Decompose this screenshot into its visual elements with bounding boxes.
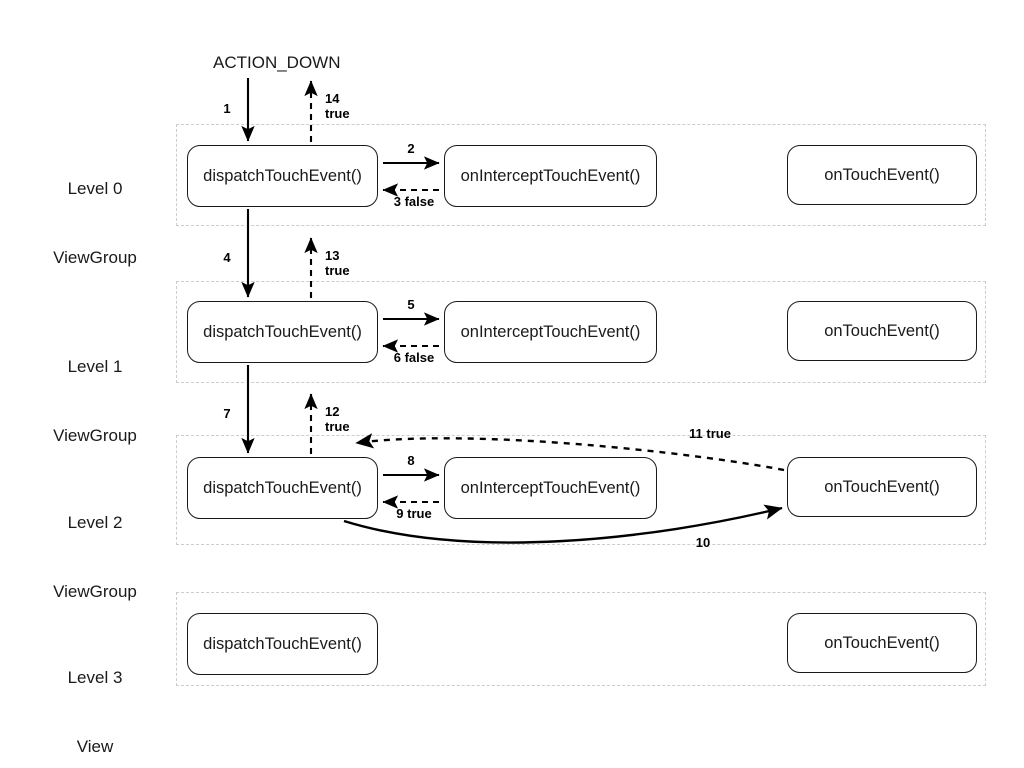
node-l1-on-intercept-touch-event[interactable]: onInterceptTouchEvent() (444, 301, 657, 363)
level-band-2 (176, 435, 986, 545)
level-label-3: Level 3 View (20, 620, 170, 768)
node-l2-on-intercept-touch-event[interactable]: onInterceptTouchEvent() (444, 457, 657, 519)
level-band-3 (176, 592, 986, 686)
node-l2-on-touch-event[interactable]: onTouchEvent() (787, 457, 977, 517)
edge-label-11: 11 true (689, 426, 731, 441)
node-l0-dispatch-touch-event[interactable]: dispatchTouchEvent() (187, 145, 378, 207)
level-label-1-line2: ViewGroup (53, 426, 137, 445)
edge-label-12: 12 true (325, 404, 350, 434)
node-l0-on-touch-event[interactable]: onTouchEvent() (787, 145, 977, 205)
action-down-caption: ACTION_DOWN (213, 53, 341, 72)
level-label-1: Level 1 ViewGroup (20, 309, 170, 493)
node-l1-on-touch-event[interactable]: onTouchEvent() (787, 301, 977, 361)
edge-label-10: 10 (695, 535, 711, 550)
node-l1-dispatch-touch-event[interactable]: dispatchTouchEvent() (187, 301, 378, 363)
edge-label-9: 9 true (396, 506, 432, 521)
level-band-0 (176, 124, 986, 226)
node-l0-on-intercept-touch-event[interactable]: onInterceptTouchEvent() (444, 145, 657, 207)
level-label-3-line2: View (76, 737, 114, 756)
edge-label-8: 8 (407, 453, 415, 468)
edge-label-3: 3 false (393, 194, 435, 209)
edge-label-1: 1 (223, 101, 231, 116)
level-label-0-line2: ViewGroup (53, 248, 137, 267)
node-l2-dispatch-touch-event[interactable]: dispatchTouchEvent() (187, 457, 378, 519)
edge-label-2: 2 (407, 141, 415, 156)
edge-label-5: 5 (407, 297, 415, 312)
level-label-2-line1: Level 2 (67, 513, 123, 532)
edge-label-6: 6 false (393, 350, 435, 365)
level-label-2-line2: ViewGroup (53, 582, 137, 601)
level-label-0-line1: Level 0 (67, 179, 123, 198)
node-l3-dispatch-touch-event[interactable]: dispatchTouchEvent() (187, 613, 378, 675)
edge-label-14: 14 true (325, 91, 350, 121)
level-label-1-line1: Level 1 (67, 357, 123, 376)
level-label-3-line1: Level 3 (67, 668, 123, 687)
edge-label-4: 4 (223, 250, 231, 265)
level-band-1 (176, 281, 986, 383)
level-label-0: Level 0 ViewGroup (20, 131, 170, 315)
edge-label-13: 13 true (325, 248, 350, 278)
node-l3-on-touch-event[interactable]: onTouchEvent() (787, 613, 977, 673)
edge-label-7: 7 (223, 406, 231, 421)
level-label-2: Level 2 ViewGroup (20, 465, 170, 649)
